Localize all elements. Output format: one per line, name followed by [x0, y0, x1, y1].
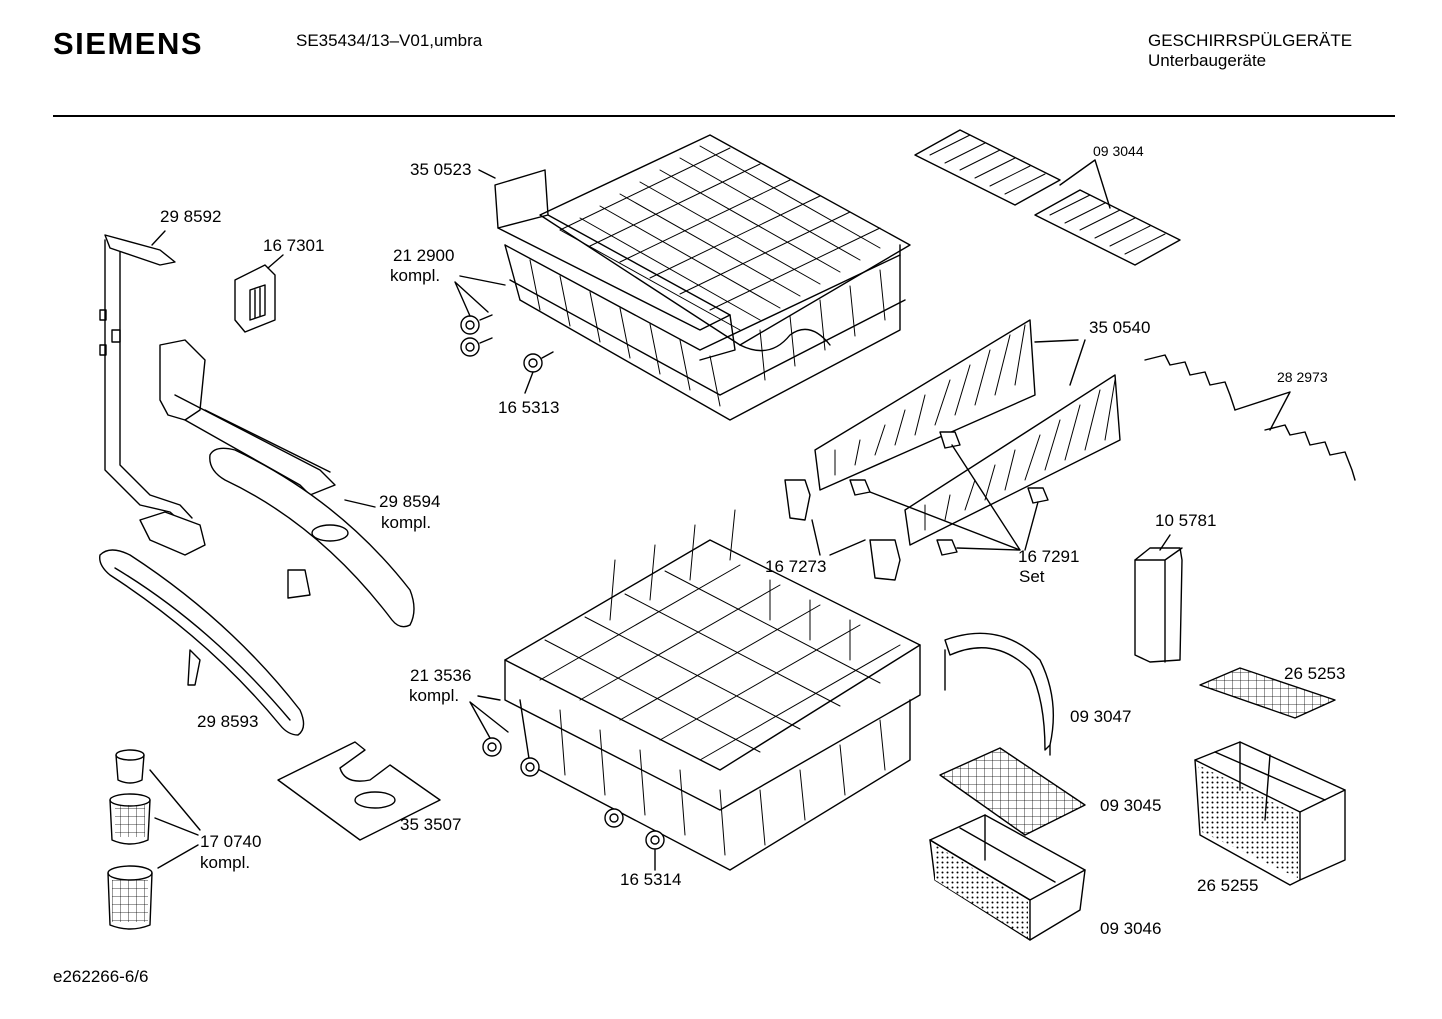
step-rack-drawing — [1144, 354, 1356, 481]
part-label-165314: 16 5314 — [620, 870, 682, 889]
rack-clips-drawing — [784, 431, 1049, 581]
filter-drawing — [107, 749, 153, 930]
tray-basket-drawing — [1194, 741, 1346, 886]
diagram-code: e262266-6/6 — [53, 967, 149, 986]
part-label-093045: 09 3045 — [1100, 796, 1162, 815]
part-label-353507: 35 3507 — [400, 815, 462, 834]
part-label-350540: 35 0540 — [1089, 318, 1151, 337]
part-note-213536: kompl. — [409, 686, 460, 705]
lower-basket-drawing — [504, 509, 921, 871]
part-label-167291: 16 7291 — [1018, 547, 1080, 566]
part-label-170740: 17 0740 — [200, 832, 262, 851]
part-label-093044: 09 3044 — [1093, 143, 1144, 159]
part-label-298594: 29 8594 — [379, 492, 441, 511]
tine-row-drawing — [814, 319, 1121, 546]
spray-arm-upper-drawing — [99, 234, 415, 628]
cover-plate-drawing — [277, 741, 441, 841]
part-label-105781: 10 5781 — [1155, 511, 1217, 530]
part-note-170740: kompl. — [200, 853, 251, 872]
spray-arm-lower-drawing — [99, 549, 305, 736]
upper-wheels-drawing — [460, 314, 554, 373]
part-label-167273: 16 7273 — [765, 557, 827, 576]
part-label-265255: 26 5255 — [1197, 876, 1259, 895]
brand-logo: SIEMENS — [53, 26, 204, 61]
basket-handle-drawing — [944, 632, 1054, 756]
part-label-265253: 26 5253 — [1284, 664, 1346, 683]
category-title: GESCHIRRSPÜLGERÄTE — [1148, 31, 1353, 50]
part-label-213536: 21 3536 — [410, 666, 472, 685]
part-note-212900: kompl. — [390, 266, 441, 285]
part-note-298594: kompl. — [381, 513, 432, 532]
part-label-093046: 09 3046 — [1100, 919, 1162, 938]
part-label-282973: 28 2973 — [1277, 369, 1328, 385]
category-subtitle: Unterbaugeräte — [1148, 51, 1267, 70]
part-label-298592: 29 8592 — [160, 207, 222, 226]
header-divider — [53, 115, 1395, 117]
upper-basket-drawing — [494, 134, 911, 421]
part-label-298593: 29 8593 — [197, 712, 259, 731]
part-label-093047: 09 3047 — [1070, 707, 1132, 726]
clip-drawing — [234, 264, 276, 333]
lower-wheels-drawing — [482, 737, 665, 850]
cutlery-basket-drawing — [929, 814, 1086, 941]
model-number: SE35434/13–V01,umbra — [296, 31, 483, 50]
cutlery-lid-drawing — [939, 747, 1086, 836]
part-label-212900: 21 2900 — [393, 246, 455, 265]
tray-lid-drawing — [1199, 667, 1336, 719]
part-note-167291: Set — [1019, 567, 1045, 586]
part-label-165313: 16 5313 — [498, 398, 560, 417]
tine-rack-drawing — [914, 129, 1181, 266]
part-label-350523: 35 0523 — [410, 160, 472, 179]
part-label-167301: 16 7301 — [263, 236, 325, 255]
cutlery-box-drawing — [1134, 547, 1183, 663]
